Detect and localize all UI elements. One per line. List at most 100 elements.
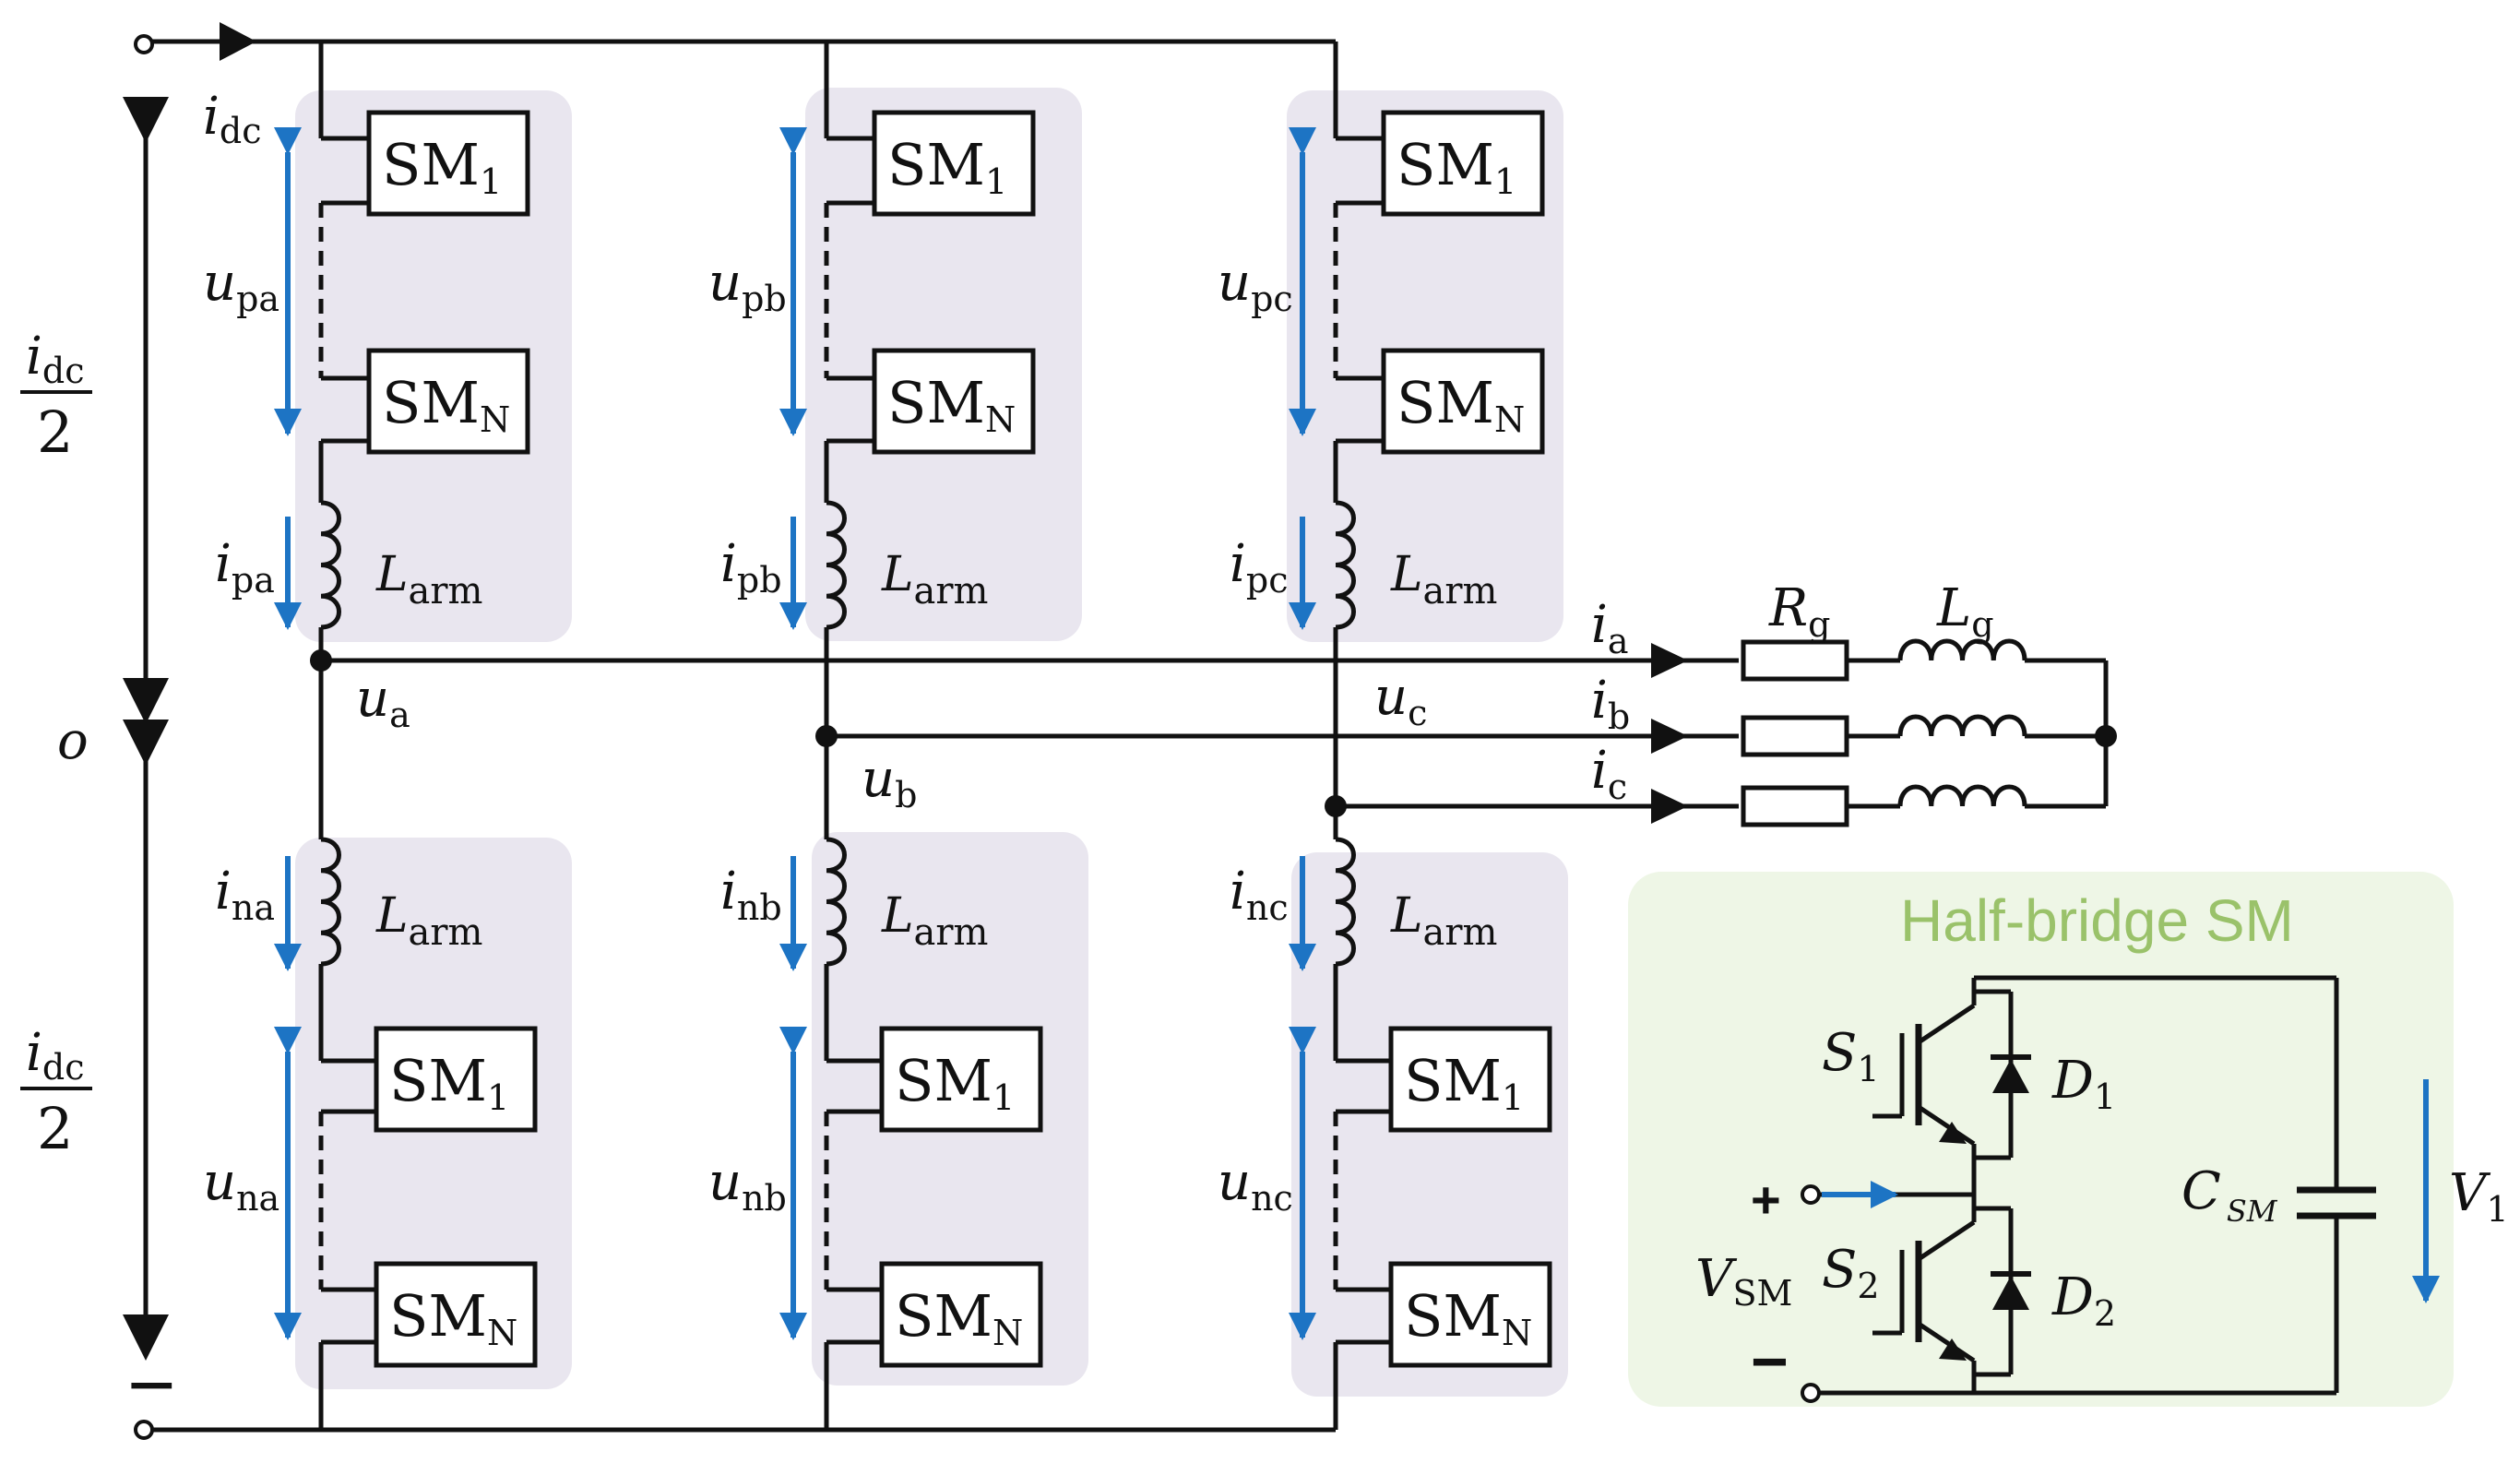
upper-current-label-c: ipc xyxy=(1230,534,1289,601)
upper-current-label-a: ipa xyxy=(215,534,275,601)
half-dc-current-lower: idc 2 xyxy=(20,1023,92,1162)
arm-inductor-upper-c xyxy=(1335,500,1356,630)
node-voltage-label-a: ua xyxy=(356,669,410,735)
grid-inductor-label: Lg xyxy=(1936,578,1994,645)
upper-voltage-label-a: upa xyxy=(203,253,279,319)
node-voltage-label-c: uc xyxy=(1374,667,1427,733)
line-current-label-b: ib xyxy=(1591,671,1630,737)
dc-buses xyxy=(134,22,1336,1440)
sm1-lower-a xyxy=(374,1026,538,1133)
upper-inductor-label-b: Larm xyxy=(881,547,988,613)
sm1-upper-c-label: SM1 xyxy=(1397,131,1516,202)
grid-resistor-b xyxy=(1741,715,1849,757)
sm1-lower-c xyxy=(1388,1026,1552,1133)
sm-plus-label: + xyxy=(1751,1171,1781,1229)
grid-inductor-a xyxy=(1897,638,2027,661)
arm-backgrounds xyxy=(295,88,1568,1397)
smn-upper-b-label: SMN xyxy=(887,369,1016,440)
svg-text:2: 2 xyxy=(37,398,73,466)
svg-text:idc: idc xyxy=(26,327,85,391)
sm1-upper-a xyxy=(366,110,530,217)
sm1-lower-b xyxy=(879,1026,1043,1133)
upper-voltage-label-c: upc xyxy=(1218,253,1293,319)
grid-resistor-c xyxy=(1741,785,1849,827)
lower-current-label-b: inb xyxy=(720,862,782,928)
smn-lower-c xyxy=(1388,1261,1552,1368)
line-arrow-c xyxy=(1651,789,1688,824)
smn-upper-a xyxy=(366,348,530,455)
sm-minus-label: − xyxy=(1751,1326,1789,1398)
sm1-lower-a-label: SM1 xyxy=(389,1047,509,1118)
lower-voltage-label-b: unb xyxy=(708,1152,787,1219)
smn-lower-b-label: SMN xyxy=(895,1282,1023,1353)
smn-lower-c-label: SMN xyxy=(1404,1282,1532,1353)
vsm-label: VSM xyxy=(1695,1249,1792,1314)
smn-lower-a-label: SMN xyxy=(389,1282,517,1353)
half-bridge-background xyxy=(1628,872,2454,1407)
upper-inductor-label-c: Larm xyxy=(1390,547,1497,613)
dc-current-label: idc xyxy=(203,87,262,151)
sm1-upper-c xyxy=(1381,110,1545,217)
arm-inductor-upper-b xyxy=(826,500,847,630)
line-arrow-a xyxy=(1651,643,1688,678)
smn-upper-c xyxy=(1381,348,1545,455)
lower-current-label-c: inc xyxy=(1230,862,1289,928)
line-current-label-c: ic xyxy=(1591,741,1627,807)
diode-d2-label: D2 xyxy=(2051,1267,2116,1334)
lower-current-label-a: ina xyxy=(215,862,275,928)
arm-inductor-upper-a xyxy=(320,500,341,630)
dc-positive-terminal xyxy=(134,34,154,54)
lower-inductor-label-b: Larm xyxy=(881,888,988,954)
dc-current-arrow xyxy=(220,22,256,61)
switch-s2-label: S2 xyxy=(1822,1240,1880,1306)
grid-impedances xyxy=(1741,638,2106,827)
dc-negative-label: − xyxy=(127,1339,176,1432)
half-bridge-title: Half-bridge SM xyxy=(1900,887,2294,954)
upper-voltage-label-b: upb xyxy=(708,253,787,319)
lower-voltage-label-a: una xyxy=(203,1152,279,1219)
sm1-lower-b-label: SM1 xyxy=(895,1047,1015,1118)
grid-resistor-a xyxy=(1741,639,1849,682)
arm-inductor-lower-b xyxy=(826,837,847,967)
switch-s1-label: S1 xyxy=(1822,1023,1880,1089)
diode-d1-label: D1 xyxy=(2051,1051,2116,1117)
sm1-upper-b xyxy=(872,110,1036,217)
smn-lower-b xyxy=(879,1261,1043,1368)
midpoint-label: o xyxy=(57,711,89,771)
sm1-upper-a-label: SM1 xyxy=(382,131,502,202)
diode-1 xyxy=(1992,1059,2029,1093)
half-bridge-switches xyxy=(1872,978,2031,1393)
grid-inductor-c xyxy=(1897,784,2027,807)
node-voltage-label-b: ub xyxy=(862,749,917,815)
arm-inductor-lower-c xyxy=(1335,837,1356,967)
line-current-label-a: ia xyxy=(1591,595,1629,661)
smn-upper-a-label: SMN xyxy=(382,369,510,440)
labels: idc idc 2 idc 2 o − Rg Lg Half-bridge SM… xyxy=(20,87,2509,1432)
lower-inductor-label-c: Larm xyxy=(1390,888,1497,954)
lower-voltage-label-c: unc xyxy=(1218,1152,1293,1219)
arm-inductor-lower-a xyxy=(320,837,341,967)
upper-inductor-label-a: Larm xyxy=(375,547,482,613)
lower-inductor-label-a: Larm xyxy=(375,888,482,954)
line-arrow-b xyxy=(1651,719,1688,754)
half-dc-current-upper: idc 2 xyxy=(20,327,92,466)
igbt-switch-1 xyxy=(1872,978,2031,1160)
svg-text:idc: idc xyxy=(26,1023,85,1088)
ac-output xyxy=(321,638,2117,827)
smn-lower-a xyxy=(374,1261,538,1368)
half-bridge-circuit xyxy=(1801,975,2440,1403)
grid-resistor-label: Rg xyxy=(1768,578,1831,645)
igbt-switch-2 xyxy=(1872,1195,2031,1393)
sm-negative-terminal xyxy=(1801,1383,1821,1403)
neutral-node xyxy=(2095,725,2117,747)
sm-positive-terminal xyxy=(1801,1184,1821,1205)
v1-label: V1 xyxy=(2449,1163,2509,1230)
upper-current-label-b: ipb xyxy=(720,534,782,601)
grid-inductor-b xyxy=(1897,714,2027,737)
